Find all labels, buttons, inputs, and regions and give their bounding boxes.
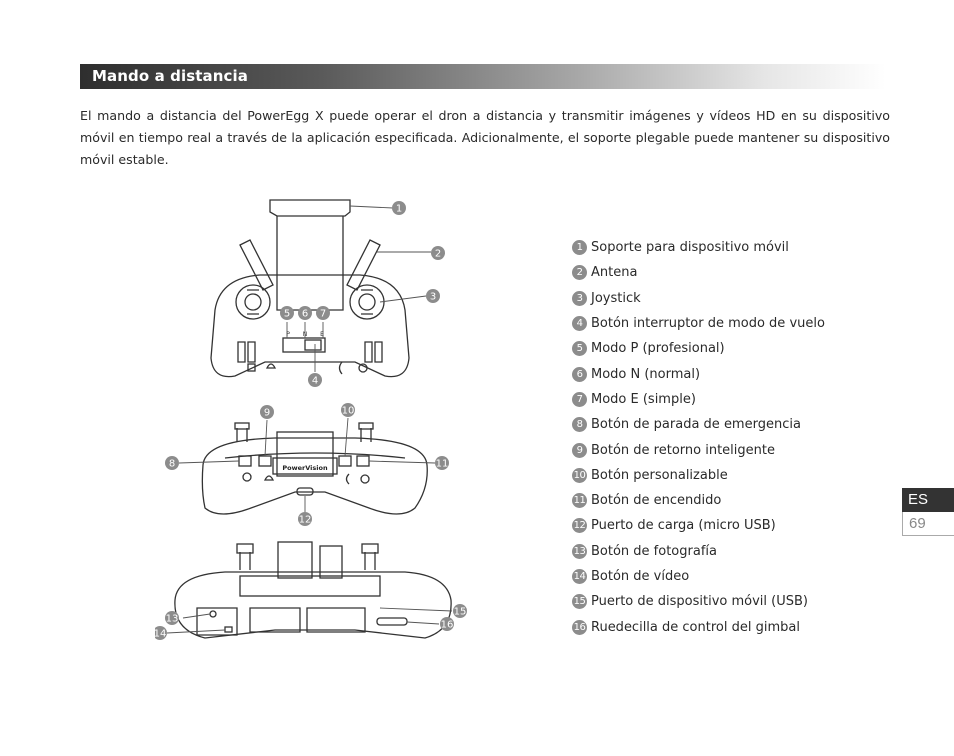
legend-label: Botón interruptor de modo de vuelo: [591, 316, 825, 332]
legend-number-badge: 8: [572, 417, 587, 433]
svg-text:1: 1: [396, 204, 402, 215]
language-tag: ES: [902, 488, 954, 512]
legend-number-badge: 9: [572, 442, 587, 458]
legend-number-badge: 6: [572, 366, 587, 382]
legend-number-badge: 10: [572, 467, 587, 483]
callout-3: 3: [426, 289, 440, 303]
legend-label: Modo P (profesional): [591, 341, 725, 357]
svg-text:11: 11: [436, 459, 449, 470]
callouts: 1 2 3 4 5 6 7 8 9 10 11 12 13 14 15 16: [155, 201, 467, 640]
svg-text:9: 9: [264, 408, 270, 419]
svg-text:5: 5: [284, 309, 290, 320]
legend-label: Antena: [591, 265, 638, 281]
svg-text:14: 14: [155, 629, 166, 640]
callout-14: 14: [155, 626, 167, 640]
legend-label: Puerto de dispositivo móvil (USB): [591, 594, 808, 610]
callout-15: 15: [453, 604, 467, 618]
legend-number-badge: 11: [572, 493, 587, 509]
legend-number-badge: 16: [572, 619, 587, 635]
callout-2: 2: [431, 246, 445, 260]
svg-text:15: 15: [454, 607, 467, 618]
section-title: Mando a distancia: [92, 67, 248, 85]
legend-number-badge: 2: [572, 265, 587, 281]
callout-16: 16: [440, 617, 454, 631]
svg-text:10: 10: [342, 406, 355, 417]
mode-letter-n: N: [303, 331, 308, 338]
callout-8: 8: [165, 456, 179, 470]
callout-6: 6: [298, 306, 312, 320]
svg-text:2: 2: [435, 249, 441, 260]
legend-number-badge: 12: [572, 518, 587, 534]
section-header-bar: Mando a distancia: [80, 64, 886, 89]
page-tab: ES 69: [902, 488, 954, 536]
legend-label: Puerto de carga (micro USB): [591, 518, 776, 534]
legend-label: Botón personalizable: [591, 467, 728, 483]
legend-label: Modo N (normal): [591, 366, 701, 382]
svg-text:16: 16: [441, 620, 454, 631]
legend-label: Soporte para dispositivo móvil: [591, 240, 789, 256]
svg-text:6: 6: [302, 309, 308, 320]
mode-letter-p: P: [286, 331, 290, 338]
callout-13: 13: [165, 611, 179, 625]
svg-text:4: 4: [312, 376, 318, 387]
svg-text:12: 12: [299, 515, 312, 526]
legend-item: 14 Botón de vídeo: [572, 564, 825, 589]
legend-label: Joystick: [591, 290, 641, 306]
legend-number-badge: 3: [572, 290, 587, 306]
brand-label: PowerVision: [282, 464, 328, 472]
legend-label: Botón de encendido: [591, 493, 722, 509]
legend-label: Botón de fotografía: [591, 543, 717, 559]
legend-number-badge: 13: [572, 543, 587, 559]
legend-label: Botón de vídeo: [591, 569, 690, 584]
page-number: 69: [902, 512, 954, 536]
remote-controller-diagram: PowerVision P N E 1 2 3 4 5 6 7 8 9 10 1…: [155, 199, 467, 640]
callout-10: 10: [341, 403, 355, 417]
callout-1: 1: [392, 201, 406, 215]
callout-5: 5: [280, 306, 294, 320]
legend-label: Modo E (simple): [591, 391, 696, 407]
svg-text:3: 3: [430, 292, 436, 303]
legend-number-badge: 1: [572, 240, 587, 256]
legend-label: Botón de parada de emergencia: [591, 417, 801, 433]
intro-paragraph: El mando a distancia del PowerEgg X pued…: [80, 108, 890, 167]
legend-label: Botón de retorno inteligente: [591, 442, 775, 458]
legend-number-badge: 14: [572, 569, 587, 584]
legend-number-badge: 5: [572, 341, 587, 357]
legend-number-badge: 7: [572, 391, 587, 407]
svg-text:7: 7: [320, 309, 326, 320]
legend-label: Ruedecilla de control del gimbal: [591, 619, 800, 635]
legend-number-badge: 15: [572, 594, 587, 610]
callout-12: 12: [298, 512, 312, 526]
svg-text:8: 8: [169, 459, 175, 470]
callout-4: 4: [308, 373, 322, 387]
callout-7: 7: [316, 306, 330, 320]
legend-number-badge: 4: [572, 316, 587, 332]
mode-letter-e: E: [320, 331, 324, 338]
callout-11: 11: [435, 456, 449, 470]
callout-9: 9: [260, 405, 274, 419]
svg-text:13: 13: [166, 614, 179, 625]
